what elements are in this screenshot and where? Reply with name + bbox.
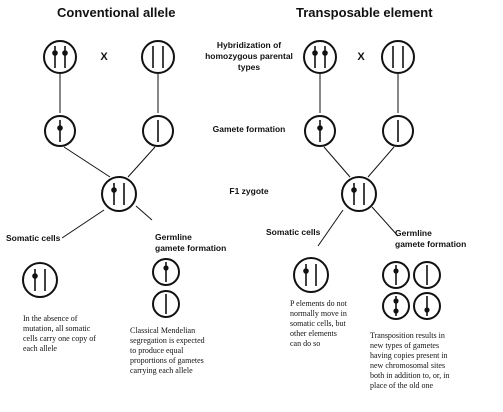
cell-left-somatic: [22, 262, 58, 298]
cell-left-gamete-dotted: [44, 115, 76, 147]
svg-text:gamete formation: gamete formation: [395, 239, 466, 249]
line-left-zygote-somatic: [61, 209, 105, 239]
svg-text:proportions of gametes: proportions of gametes: [130, 356, 204, 365]
cell-left-parent-dotted: [43, 40, 77, 74]
cell-right-parent-plain: [381, 40, 415, 74]
svg-text:can do so: can do so: [290, 339, 320, 348]
line-left-zygote-germline: [135, 205, 153, 221]
cross-symbol-left: X: [100, 51, 108, 63]
label-right-germline: Germline gamete formation: [395, 228, 466, 249]
cell-right-parent-dotted: [303, 40, 337, 74]
label-left-germline: Germline gamete formation: [155, 232, 226, 253]
cell-right-germline-dotted: [382, 261, 410, 289]
svg-text:new types of gametes: new types of gametes: [370, 341, 439, 350]
cell-right-germline-plain: [413, 261, 441, 289]
label-gamete-formation: Gamete formation: [213, 124, 286, 134]
note-left-germline: Classical Mendelian segregation is expec…: [130, 326, 205, 375]
svg-text:Germline: Germline: [395, 228, 432, 238]
line-left-gamete1-zygote: [63, 146, 111, 178]
cell-right-somatic: [293, 257, 329, 293]
svg-text:other elements: other elements: [290, 329, 337, 338]
cross-symbol-right: X: [357, 51, 365, 63]
cell-left-gamete-plain: [142, 115, 174, 147]
svg-text:somatic cells, but: somatic cells, but: [290, 319, 347, 328]
svg-text:to produce equal: to produce equal: [130, 346, 184, 355]
svg-text:place of the old one: place of the old one: [370, 381, 434, 390]
cell-right-germline-two-copies: [382, 292, 410, 320]
header-conventional-allele: Conventional allele: [57, 5, 175, 20]
svg-text:both in addition to, or, in: both in addition to, or, in: [370, 371, 449, 380]
label-right-somatic-cells: Somatic cells: [266, 227, 321, 237]
svg-text:Germline: Germline: [155, 232, 192, 242]
svg-text:segregation is expected: segregation is expected: [130, 336, 205, 345]
svg-text:gamete formation: gamete formation: [155, 243, 226, 253]
svg-text:new chromosomal sites: new chromosomal sites: [370, 361, 445, 370]
line-right-zygote-somatic: [317, 209, 344, 247]
svg-text:normally move in: normally move in: [290, 309, 347, 318]
label-f1-zygote: F1 zygote: [229, 186, 268, 196]
svg-text:homozygous parental: homozygous parental: [205, 51, 293, 61]
line-right-gamete1-zygote: [323, 146, 351, 178]
svg-text:Transposition results in: Transposition results in: [370, 331, 445, 340]
line-left-gamete2-zygote: [127, 146, 156, 178]
label-hybridization: Hybridization of homozygous parental typ…: [205, 40, 293, 72]
svg-text:cells carry one copy of: cells carry one copy of: [23, 334, 96, 343]
svg-text:Hybridization of: Hybridization of: [217, 40, 281, 50]
svg-text:each allele: each allele: [23, 344, 57, 353]
note-right-germline: Transposition results in new types of ga…: [370, 331, 449, 390]
line-right-gamete2-zygote: [367, 146, 395, 178]
cell-right-gamete-plain: [382, 115, 414, 147]
cell-left-germline-plain: [152, 290, 180, 318]
svg-text:mutation, all somatic: mutation, all somatic: [23, 324, 91, 333]
cell-left-germline-dotted: [152, 258, 180, 286]
cell-right-germline-new-site: [413, 292, 441, 320]
note-right-somatic: P elements do not normally move in somat…: [290, 299, 348, 348]
svg-text:Classical Mendelian: Classical Mendelian: [130, 326, 195, 335]
cell-left-f1-zygote: [101, 176, 137, 212]
cell-right-f1-zygote: [341, 176, 377, 212]
note-left-somatic: In the absence of mutation, all somatic …: [23, 314, 96, 353]
cell-left-parent-plain: [141, 40, 175, 74]
svg-text:carrying each allele: carrying each allele: [130, 366, 193, 375]
svg-text:In the absence of: In the absence of: [23, 314, 78, 323]
label-left-somatic-cells: Somatic cells: [6, 233, 61, 243]
svg-text:having copies present in: having copies present in: [370, 351, 448, 360]
line-right-zygote-germline: [371, 206, 399, 237]
cell-right-gamete-dotted: [304, 115, 336, 147]
svg-text:P elements do not: P elements do not: [290, 299, 348, 308]
svg-text:types: types: [238, 62, 260, 72]
header-transposable-element: Transposable element: [296, 5, 433, 20]
